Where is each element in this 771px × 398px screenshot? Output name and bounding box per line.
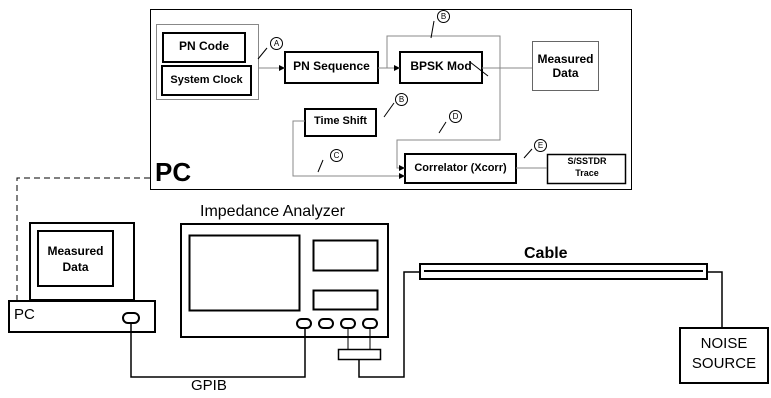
pn-code-label: PN Code: [178, 39, 229, 53]
measured-data-label-2: Data: [552, 66, 579, 80]
source-group-box: [156, 24, 259, 100]
gpib-cable: [130, 323, 306, 378]
analyzer-panel-top: [312, 239, 379, 272]
pc-hardware-label: PC: [14, 306, 35, 323]
noise-source-label-2: SOURCE: [691, 355, 757, 372]
marker-a: A: [270, 37, 283, 50]
marker-c: C: [330, 149, 343, 162]
measured-data-label-1: Measured: [537, 52, 594, 66]
marker-b-lower: B: [395, 93, 408, 106]
pc-software-title: PC: [155, 157, 192, 187]
pc-gpib-port: [122, 312, 140, 324]
analyzer-title: Impedance Analyzer: [200, 203, 345, 220]
marker-b-top: B: [437, 10, 450, 23]
pc-software-frame: [150, 9, 632, 190]
noise-source-box: [679, 327, 769, 384]
marker-e: E: [534, 139, 547, 152]
pn-sequence-label: PN Sequence: [293, 59, 370, 73]
system-clock-label: System Clock: [170, 74, 243, 86]
bpsk-mod-label: BPSK Mod: [410, 59, 472, 73]
analyzer-port-2: [318, 318, 334, 329]
time-shift-box: [304, 108, 377, 137]
test-fixture: [337, 348, 382, 361]
analyzer-port-4: [362, 318, 378, 329]
trace-label-2: Trace: [575, 168, 599, 178]
pn-code-box: [162, 32, 246, 63]
analyzer-body: [180, 223, 389, 338]
cable-to-noise-wire: [707, 271, 723, 328]
fixture-to-cable-wire: [358, 271, 420, 378]
analyzer-screen: [188, 234, 301, 312]
monitor-label-2: Data: [62, 260, 89, 274]
trace-label-1: S/SSTDR: [567, 156, 607, 166]
marker-d: D: [449, 110, 462, 123]
noise-source-label-1: NOISE: [700, 335, 748, 352]
time-shift-label: Time Shift: [314, 115, 367, 127]
analyzer-panel-bottom: [312, 289, 379, 311]
gpib-label: GPIB: [191, 377, 227, 394]
pc-base: [8, 300, 156, 333]
system-clock-box: [161, 65, 252, 96]
measured-data-box: [532, 41, 599, 91]
correlator-label: Correlator (Xcorr): [414, 162, 507, 174]
analyzer-port-1: [296, 318, 312, 329]
pc-link-dashed: [16, 177, 150, 300]
monitor-screen: [37, 230, 114, 287]
monitor-label-1: Measured: [47, 244, 104, 258]
cable-label: Cable: [524, 245, 568, 262]
analyzer-port-3: [340, 318, 356, 329]
trace-box: [546, 153, 627, 185]
